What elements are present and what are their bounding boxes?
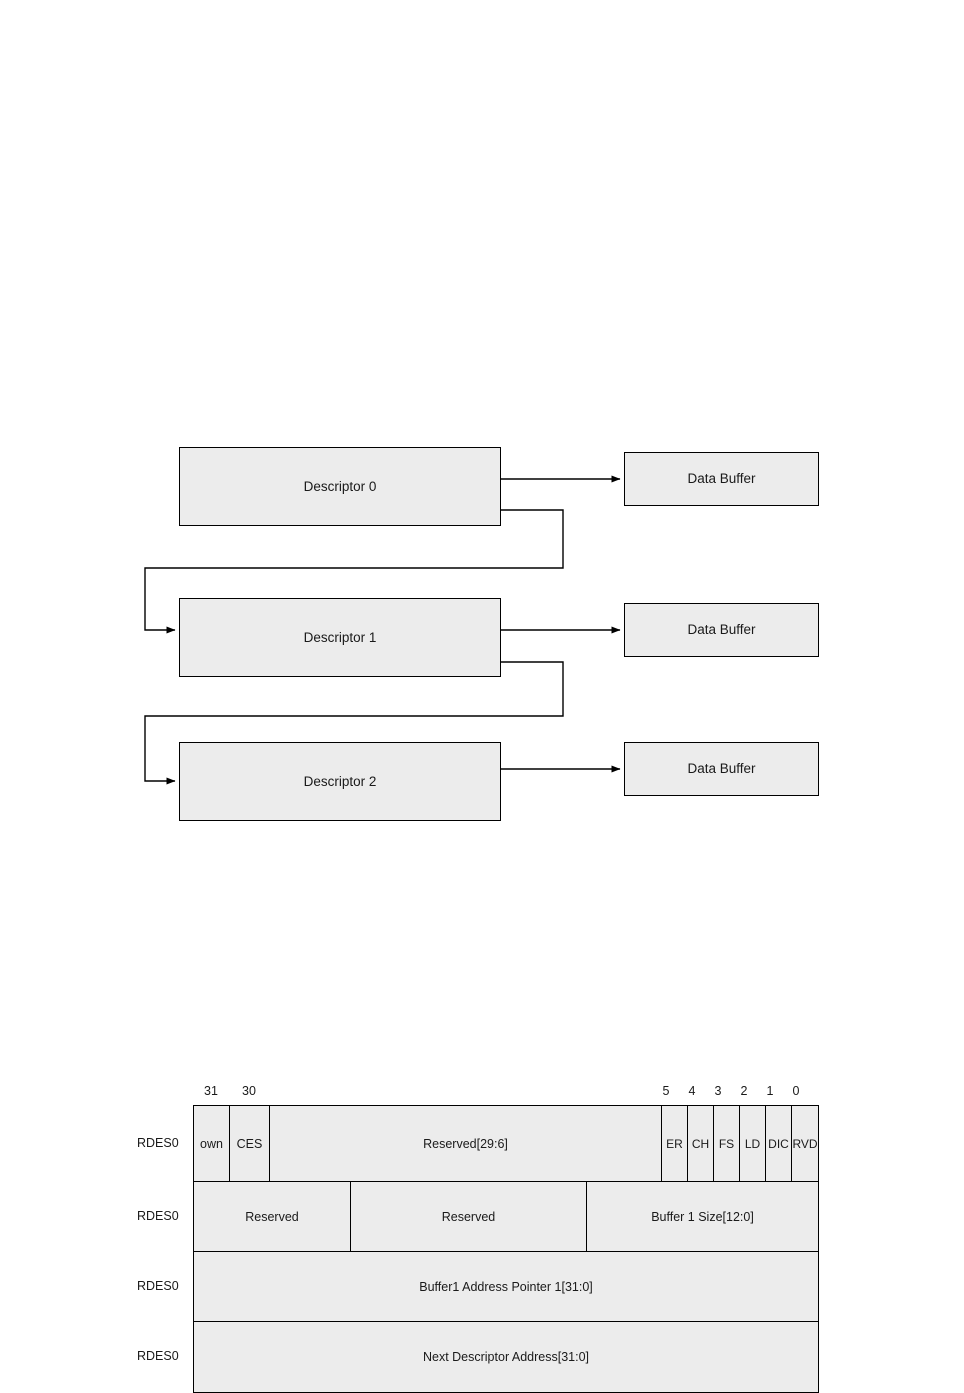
descriptor-box-2: Descriptor 2 xyxy=(179,742,501,821)
register-row-label-2: RDES0 xyxy=(137,1209,179,1223)
field-buffer1-size: Buffer 1 Size[12:0] xyxy=(587,1182,818,1251)
register-layout-table: own CES Reserved[29:6] ER CH FS LD DIC R… xyxy=(193,1105,819,1393)
descriptor-label-2: Descriptor 2 xyxy=(303,773,377,789)
bit-number-3: 3 xyxy=(714,1084,722,1098)
register-row-1: own CES Reserved[29:6] ER CH FS LD DIC R… xyxy=(194,1106,818,1182)
field-rvd: RVD xyxy=(792,1106,818,1181)
field-ces: CES xyxy=(230,1106,270,1181)
descriptor-box-1: Descriptor 1 xyxy=(179,598,501,677)
data-buffer-label-0: Data Buffer xyxy=(687,471,756,487)
data-buffer-box-1: Data Buffer xyxy=(624,603,819,657)
register-row-label-4: RDES0 xyxy=(137,1349,179,1363)
data-buffer-label-1: Data Buffer xyxy=(687,622,756,638)
descriptor-label-0: Descriptor 0 xyxy=(303,478,377,494)
field-reserved-b: Reserved xyxy=(351,1182,587,1251)
register-row-label-1: RDES0 xyxy=(137,1136,179,1150)
field-reserved-29-6: Reserved[29:6] xyxy=(270,1106,662,1181)
bit-number-5: 5 xyxy=(662,1084,670,1098)
bit-number-30: 30 xyxy=(242,1084,256,1098)
field-fs: FS xyxy=(714,1106,740,1181)
descriptor-label-1: Descriptor 1 xyxy=(303,629,377,645)
bit-number-1: 1 xyxy=(766,1084,774,1098)
bit-number-31: 31 xyxy=(204,1084,218,1098)
data-buffer-box-0: Data Buffer xyxy=(624,452,819,506)
field-reserved-a: Reserved xyxy=(194,1182,351,1251)
field-next-descriptor-address: Next Descriptor Address[31:0] xyxy=(194,1322,818,1392)
bit-number-4: 4 xyxy=(688,1084,696,1098)
field-ld: LD xyxy=(740,1106,766,1181)
register-row-label-3: RDES0 xyxy=(137,1279,179,1293)
data-buffer-box-2: Data Buffer xyxy=(624,742,819,796)
field-dic: DIC xyxy=(766,1106,792,1181)
field-er: ER xyxy=(662,1106,688,1181)
register-row-4: Next Descriptor Address[31:0] xyxy=(194,1322,818,1392)
bit-number-0: 0 xyxy=(792,1084,800,1098)
field-ch: CH xyxy=(688,1106,714,1181)
register-row-3: Buffer1 Address Pointer 1[31:0] xyxy=(194,1252,818,1322)
data-buffer-label-2: Data Buffer xyxy=(687,761,756,777)
bit-number-2: 2 xyxy=(740,1084,748,1098)
field-own: own xyxy=(194,1106,230,1181)
register-row-2: Reserved Reserved Buffer 1 Size[12:0] xyxy=(194,1182,818,1252)
descriptor-box-0: Descriptor 0 xyxy=(179,447,501,526)
field-buffer1-address-pointer: Buffer1 Address Pointer 1[31:0] xyxy=(194,1252,818,1321)
